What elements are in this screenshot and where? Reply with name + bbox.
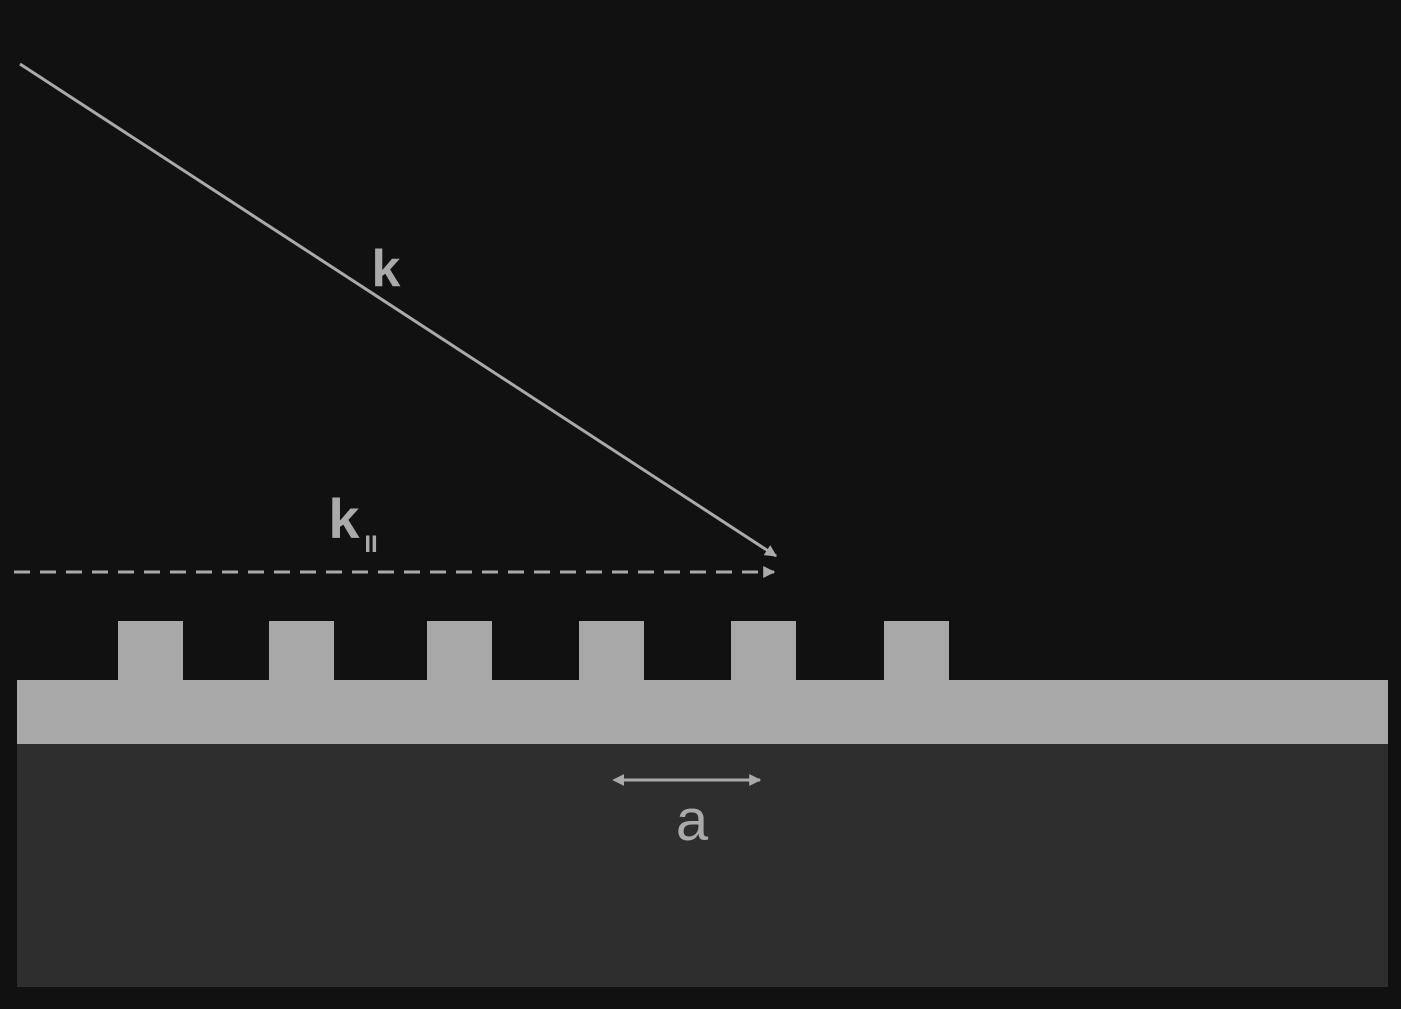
wavevector-k-label: k [372,240,401,298]
grating-ridge [118,621,183,681]
period-label: a [676,788,709,853]
parallel-component-subscript: II [364,531,377,558]
grating-ridge [579,621,644,681]
grating-base-layer [17,680,1388,744]
parallel-component-label: k [328,487,360,550]
grating-ridge [269,621,334,681]
grating-ridge [884,621,949,681]
wavevector-k-arrow [19,62,778,558]
grating-ridges [118,621,949,681]
grating-ridge [427,621,492,681]
grating-ridge [731,621,796,681]
